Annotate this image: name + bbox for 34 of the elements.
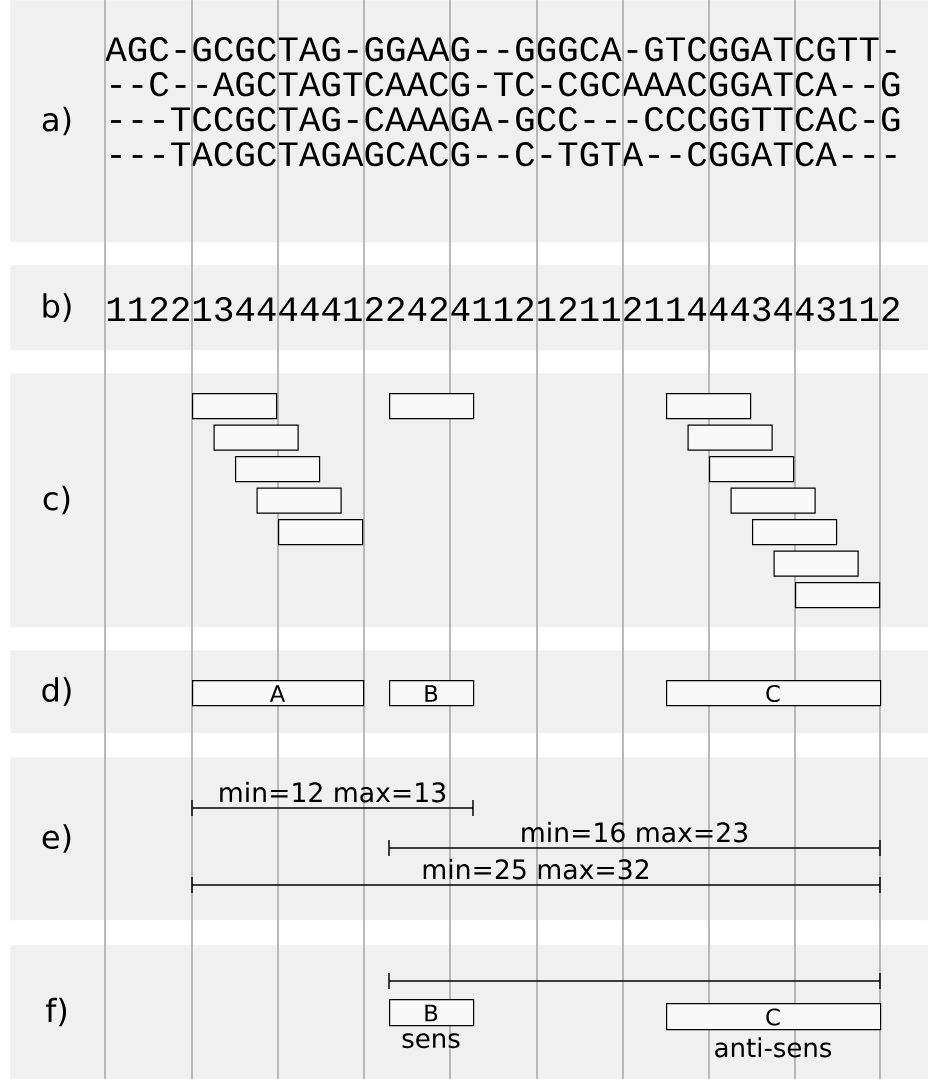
empty-box <box>687 424 773 451</box>
box-caption: anti-sens <box>715 1037 832 1058</box>
dimension-label: min=12 max=13 <box>220 781 446 803</box>
empty-box <box>192 393 278 420</box>
empty-box <box>235 456 321 483</box>
sequence-text: ---TACGCTAGAGCACG--C-TGTA--CGGATCA--- <box>111 142 896 167</box>
empty-box <box>773 550 859 577</box>
empty-box <box>730 487 816 514</box>
dimension-label: min=16 max=23 <box>522 821 748 843</box>
sequence-text: --C--AGCTAGTCAACG-TC-CGCAAACGGATCA--G <box>111 72 900 97</box>
empty-box <box>213 424 299 451</box>
empty-box <box>795 582 881 609</box>
empty-box <box>389 393 475 420</box>
labeled-box: B <box>389 680 475 707</box>
empty-box <box>709 456 795 483</box>
labeled-box: C <box>666 1003 882 1031</box>
labeled-box: B <box>389 999 475 1027</box>
sequence-text: 1122134444412242411212112114443443112 <box>107 297 899 322</box>
dimension-label: min=25 max=32 <box>423 858 648 880</box>
row-label: f) <box>45 997 67 1027</box>
row-label: e) <box>42 824 71 853</box>
sequence-text: ---TCCGCTAG-CAAAGA-GCC---CCCGGTTCAC-G <box>111 107 900 132</box>
row-label: b) <box>43 293 71 322</box>
box-caption: sens <box>402 1033 460 1049</box>
row-label: d) <box>42 677 71 706</box>
empty-box <box>278 519 364 546</box>
row-label: c) <box>43 485 70 515</box>
row-label: a) <box>42 106 71 136</box>
sequence-text: AGC-GCGCTAG-GGAAG--GGGCA-GTCGGATCGTT- <box>105 37 896 62</box>
labeled-box: C <box>666 680 882 707</box>
empty-box <box>666 393 752 420</box>
labeled-box: A <box>192 680 365 707</box>
empty-box <box>256 487 342 514</box>
empty-box <box>752 519 838 546</box>
